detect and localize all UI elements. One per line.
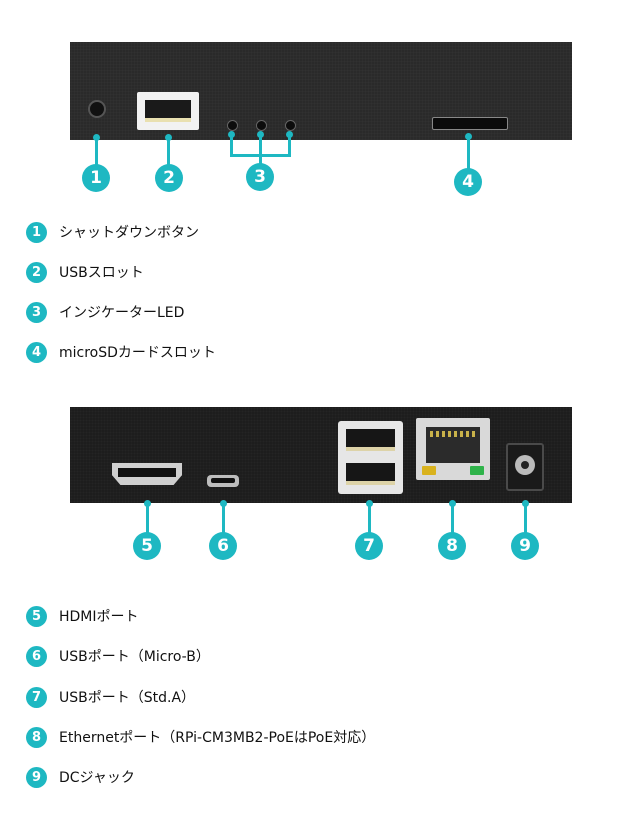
callout-line-8 — [451, 504, 454, 537]
callout-line-2 — [167, 138, 170, 168]
dual-usb-port-hardware — [338, 421, 403, 494]
ethernet-port-hardware — [416, 418, 490, 480]
legend-item-3: 3 インジケーターLED — [26, 301, 184, 323]
legend-label: シャットダウンボタン — [59, 225, 199, 241]
callout-bracket-3 — [230, 154, 291, 157]
shutdown-button-hardware — [88, 100, 106, 118]
marker-8: 8 — [438, 532, 466, 560]
legend-label: USBポート（Std.A） — [59, 690, 196, 706]
hdmi-port-hardware — [112, 463, 182, 485]
legend-item-8: 8 Ethernetポート（RPi-CM3MB2-PoEはPoE対応） — [26, 726, 375, 748]
legend-item-2: 2 USBスロット — [26, 261, 144, 283]
legend-label: microSDカードスロット — [59, 345, 216, 361]
callout-line-9 — [524, 504, 527, 537]
callout-dot-9 — [522, 500, 529, 507]
callout-dot-6 — [220, 500, 227, 507]
legend-label: USBポート（Micro-B） — [59, 649, 210, 665]
legend-badge: 1 — [26, 221, 47, 243]
legend-item-5: 5 HDMIポート — [26, 605, 139, 627]
callout-line-6 — [222, 504, 225, 537]
legend-badge: 6 — [26, 645, 47, 667]
marker-6: 6 — [209, 532, 237, 560]
callout-line-7 — [368, 504, 371, 537]
callout-dot-5 — [144, 500, 151, 507]
legend-badge: 3 — [26, 301, 47, 323]
marker-5: 5 — [133, 532, 161, 560]
marker-2: 2 — [155, 164, 183, 192]
callout-dot-1 — [93, 134, 100, 141]
micro-usb-port-hardware — [207, 475, 239, 487]
legend-item-1: 1 シャットダウンボタン — [26, 221, 199, 243]
legend-item-4: 4 microSDカードスロット — [26, 341, 216, 363]
legend-badge: 2 — [26, 261, 47, 283]
callout-line-3b — [259, 135, 262, 167]
legend-badge: 4 — [26, 341, 47, 363]
marker-7: 7 — [355, 532, 383, 560]
callout-line-4 — [467, 137, 470, 172]
marker-4: 4 — [454, 168, 482, 196]
legend-badge: 9 — [26, 766, 47, 788]
callout-dot-4 — [465, 133, 472, 140]
callout-dot-7 — [366, 500, 373, 507]
legend-label: インジケーターLED — [59, 305, 185, 321]
microsd-slot-hardware — [432, 117, 508, 130]
usb-slot-hardware — [137, 92, 199, 130]
legend-label: USBスロット — [59, 265, 144, 281]
legend-item-6: 6 USBポート（Micro-B） — [26, 645, 210, 667]
callout-dot-3a — [228, 131, 235, 138]
legend-label: Ethernetポート（RPi-CM3MB2-PoEはPoE対応） — [59, 730, 376, 746]
legend-badge: 5 — [26, 605, 47, 627]
led-hole-1 — [227, 120, 238, 131]
marker-9: 9 — [511, 532, 539, 560]
legend-badge: 8 — [26, 726, 47, 748]
legend-label: DCジャック — [59, 770, 135, 786]
callout-line-3a — [230, 135, 233, 156]
legend-label: HDMIポート — [59, 609, 139, 625]
bottom-device-panel — [70, 407, 572, 503]
callout-dot-2 — [165, 134, 172, 141]
callout-dot-3b — [257, 131, 264, 138]
callout-line-1 — [95, 138, 98, 168]
led-hole-3 — [285, 120, 296, 131]
legend-item-7: 7 USBポート（Std.A） — [26, 686, 195, 708]
dc-jack-hardware — [506, 443, 544, 491]
callout-dot-8 — [449, 500, 456, 507]
marker-1: 1 — [82, 164, 110, 192]
callout-line-3c — [288, 135, 291, 156]
marker-3: 3 — [246, 163, 274, 191]
led-hole-2 — [256, 120, 267, 131]
legend-badge: 7 — [26, 686, 47, 708]
legend-item-9: 9 DCジャック — [26, 766, 135, 788]
callout-dot-3c — [286, 131, 293, 138]
callout-line-5 — [146, 504, 149, 537]
